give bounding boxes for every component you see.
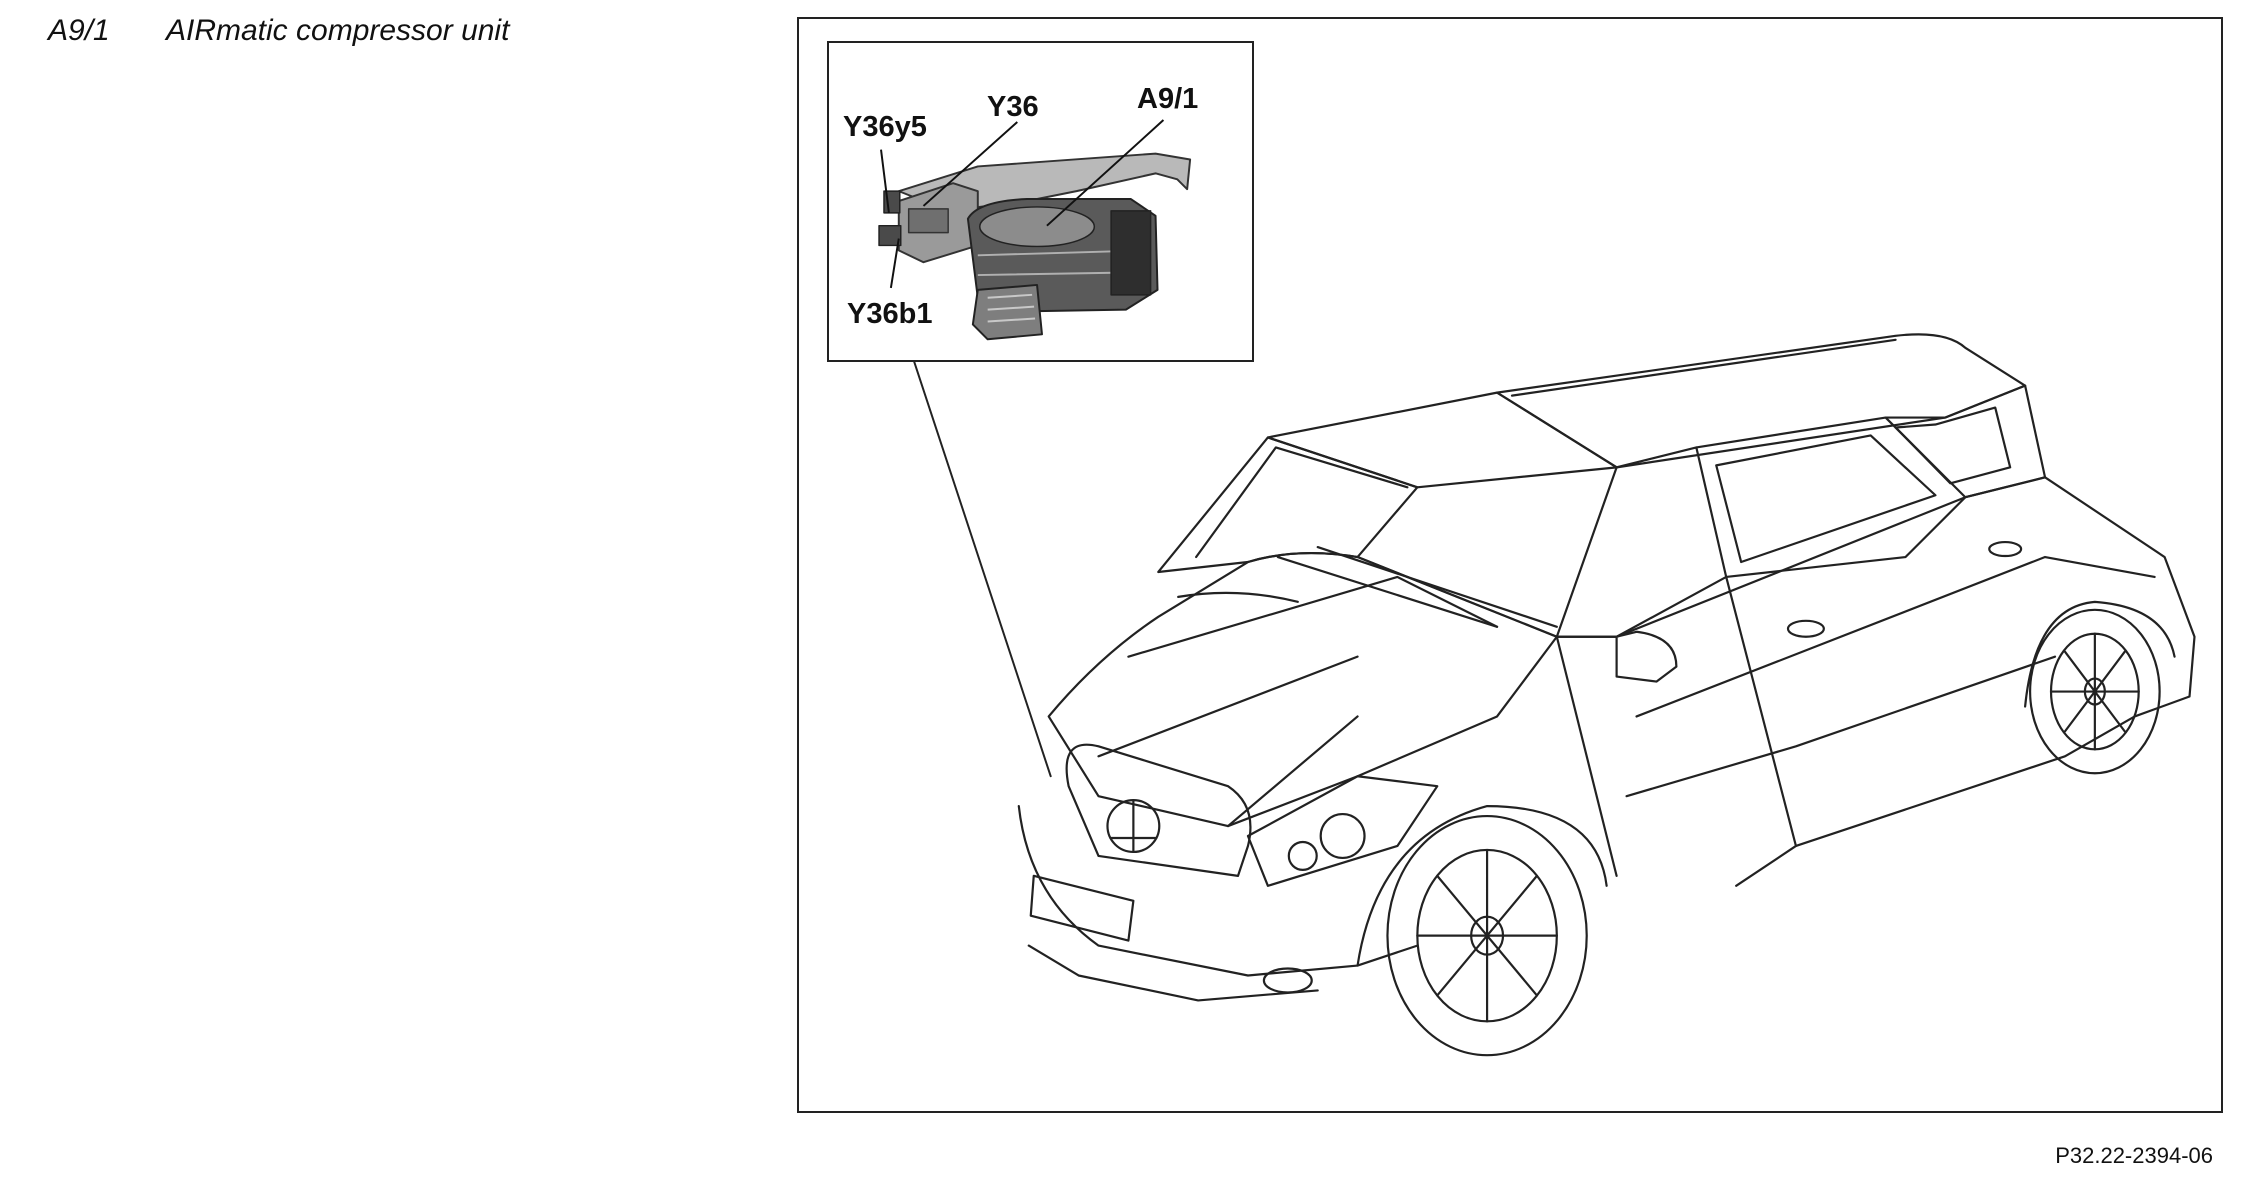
front-bumper	[1017, 805, 1419, 977]
legend-item: A9/1 AIRmatic compressor unit	[48, 14, 509, 48]
door-handle-rear	[1988, 540, 2023, 558]
compressor-inset: Y36y5 Y36 A9/1 Y36b1	[827, 41, 1254, 362]
compressor-illustration	[878, 119, 1192, 341]
license-plate	[1029, 874, 1135, 942]
legend: A9/1 AIRmatic compressor unit	[48, 14, 509, 48]
callout-y36: Y36	[987, 91, 1039, 123]
leader-y36y5	[880, 149, 890, 213]
pressure-sensor-y36b1	[878, 224, 902, 247]
leader-y36b1	[889, 238, 900, 289]
figure-reference: P32.22-2394-06	[2055, 1143, 2213, 1168]
legend-code: A9/1	[48, 14, 110, 47]
leader-a9-1	[1046, 119, 1165, 227]
callout-y36y5: Y36y5	[843, 111, 927, 143]
side-mirror	[1615, 630, 1678, 683]
door-handle-front	[1786, 619, 1825, 638]
compressor-motor	[971, 283, 1043, 341]
callout-a9-1: A9/1	[1137, 83, 1199, 115]
inset-leader-line	[913, 360, 1052, 778]
car-hood	[1047, 551, 1558, 828]
car-windshield	[1266, 391, 1618, 489]
legend-label: AIRmatic compressor unit	[166, 14, 510, 47]
callout-y36b1: Y36b1	[847, 298, 933, 330]
leader-y36	[922, 121, 1018, 207]
car-body-side	[1356, 476, 2196, 887]
front-wheel	[1386, 814, 1588, 1057]
car-grille	[1065, 743, 1252, 877]
figure-frame: Y36y5 Y36 A9/1 Y36b1	[797, 17, 2223, 1113]
car-side-windows	[1555, 446, 1728, 638]
vehicle-drawing	[913, 333, 2196, 1057]
fog-light	[1262, 967, 1313, 994]
car-roof	[1495, 333, 2027, 469]
rear-wheel	[2028, 608, 2161, 775]
headlight	[1246, 775, 1439, 887]
